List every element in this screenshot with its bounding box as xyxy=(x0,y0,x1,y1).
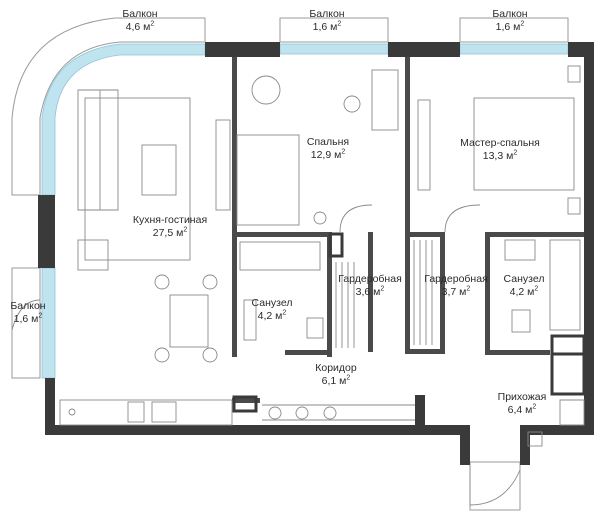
wall-wardrobe-mid xyxy=(368,232,373,352)
kitchen-counter xyxy=(59,399,233,426)
wall-bottom-step xyxy=(415,395,425,435)
label-wardrobe-right: Гардеробная 3,7 м2 xyxy=(424,273,488,299)
sofa xyxy=(77,89,119,211)
room-area: 4,2 м2 xyxy=(509,285,539,299)
room-name: Кухня-гостиная xyxy=(132,214,208,226)
room-area: 12,9 м2 xyxy=(310,148,346,162)
label-balcony-left: Балкон 1,6 м2 xyxy=(10,300,45,326)
bathtub-right xyxy=(549,239,581,331)
wall-bottom-left xyxy=(55,425,425,435)
top-window-mid xyxy=(279,43,389,55)
rug xyxy=(84,97,191,261)
wall-bottom-right xyxy=(520,425,594,435)
sink-right xyxy=(504,239,536,261)
wall-top-a xyxy=(205,42,280,57)
wardrobe-bedroom xyxy=(215,119,231,211)
shaft-d xyxy=(550,352,586,396)
door-bedroom xyxy=(339,204,373,233)
armchair xyxy=(77,239,109,271)
room-area: 1,6 м2 xyxy=(495,20,525,34)
balcony-left-outline xyxy=(11,267,41,379)
door-balcony-left xyxy=(11,299,41,331)
wall-wardrobe2-left xyxy=(405,232,410,354)
room-name: Балкон xyxy=(10,300,46,312)
room-name: Санузел xyxy=(251,297,293,309)
shaft-c xyxy=(550,334,586,356)
label-balcony-top-left: Балкон 4,6 м2 xyxy=(122,8,157,34)
shaft-a xyxy=(328,232,344,258)
room-name: Гардеробная xyxy=(338,273,402,285)
label-corridor: Коридор 6,1 м2 xyxy=(315,362,356,388)
door-entrance xyxy=(469,465,521,506)
toilet-right xyxy=(511,309,531,333)
label-balcony-top-right: Балкон 1,6 м2 xyxy=(492,8,527,34)
wall-right xyxy=(584,42,594,435)
bed xyxy=(236,134,300,226)
entrance-step xyxy=(469,461,521,511)
wall-bedroom-left xyxy=(232,57,237,357)
desk-chair xyxy=(251,75,281,105)
room-name: Балкон xyxy=(492,8,528,20)
room-area: 1,6 м2 xyxy=(13,312,43,326)
door-master xyxy=(444,204,481,233)
label-hallway: Прихожая 6,4 м2 xyxy=(498,391,547,417)
wall-bottom-mid xyxy=(415,425,470,435)
room-area: 6,1 м2 xyxy=(321,374,351,388)
desk xyxy=(371,69,399,131)
label-kitchen-living: Кухня-гостиная 27,5 м2 xyxy=(133,214,207,240)
wall-bath2-left xyxy=(485,232,490,352)
room-area: 3,6 м2 xyxy=(355,285,385,299)
room-area: 6,4 м2 xyxy=(507,403,537,417)
shaft-b xyxy=(232,395,258,413)
room-name: Санузел xyxy=(503,273,545,285)
wall-wardrobe-top xyxy=(405,232,445,237)
wall-bath-right xyxy=(327,237,332,357)
wall-wardrobe2-bottom xyxy=(405,349,445,354)
room-name: Прихожая xyxy=(497,391,547,403)
room-name: Мастер-спальня xyxy=(460,137,540,149)
label-bathroom-right: Санузел 4,2 м2 xyxy=(504,273,545,299)
wall-bath2-bottom xyxy=(485,350,550,355)
room-area: 13,3 м2 xyxy=(482,149,518,163)
room-name: Спальня xyxy=(306,136,350,148)
room-area: 3,7 м2 xyxy=(441,285,471,299)
label-bathroom-left: Санузел 4,2 м2 xyxy=(252,297,293,323)
toilet-left xyxy=(306,317,324,339)
master-bed xyxy=(473,97,575,191)
wall-top-c xyxy=(568,42,584,57)
label-master-bedroom: Мастер-спальня 13,3 м2 xyxy=(460,137,540,163)
bathtub-left xyxy=(239,241,321,271)
room-name: Балкон xyxy=(309,8,345,20)
wall-master-bottom xyxy=(485,232,584,237)
wall-wardrobe2-right xyxy=(440,232,445,354)
room-area: 4,2 м2 xyxy=(257,309,287,323)
room-name: Коридор xyxy=(315,362,357,374)
wall-bath-bottom xyxy=(285,350,332,355)
wall-entrance-left xyxy=(460,425,470,465)
dining-table xyxy=(169,294,209,348)
top-window-right xyxy=(459,43,569,55)
label-wardrobe-left: Гардеробная 3,6 м2 xyxy=(338,273,402,299)
label-bedroom: Спальня 12,9 м2 xyxy=(307,136,349,162)
wall-top-b xyxy=(388,42,460,57)
label-balcony-top-mid: Балкон 1,6 м2 xyxy=(309,8,344,34)
room-name: Гардеробная xyxy=(424,273,488,285)
room-area: 4,6 м2 xyxy=(125,20,155,34)
sink-left xyxy=(243,299,257,341)
wall-left-pier xyxy=(38,195,55,268)
wall-left-lower xyxy=(45,378,55,435)
wall-bed-master xyxy=(405,57,410,232)
coffee-table xyxy=(141,144,177,196)
room-name: Балкон xyxy=(122,8,158,20)
room-area: 1,6 м2 xyxy=(312,20,342,34)
wall-corridor-stub xyxy=(232,398,260,403)
room-area: 27,5 м2 xyxy=(152,226,188,240)
corner-window xyxy=(41,43,206,196)
wall-bedroom-bottom xyxy=(232,232,332,237)
wall-entrance-right xyxy=(520,425,530,465)
balcony-top-left-outline xyxy=(11,17,206,196)
